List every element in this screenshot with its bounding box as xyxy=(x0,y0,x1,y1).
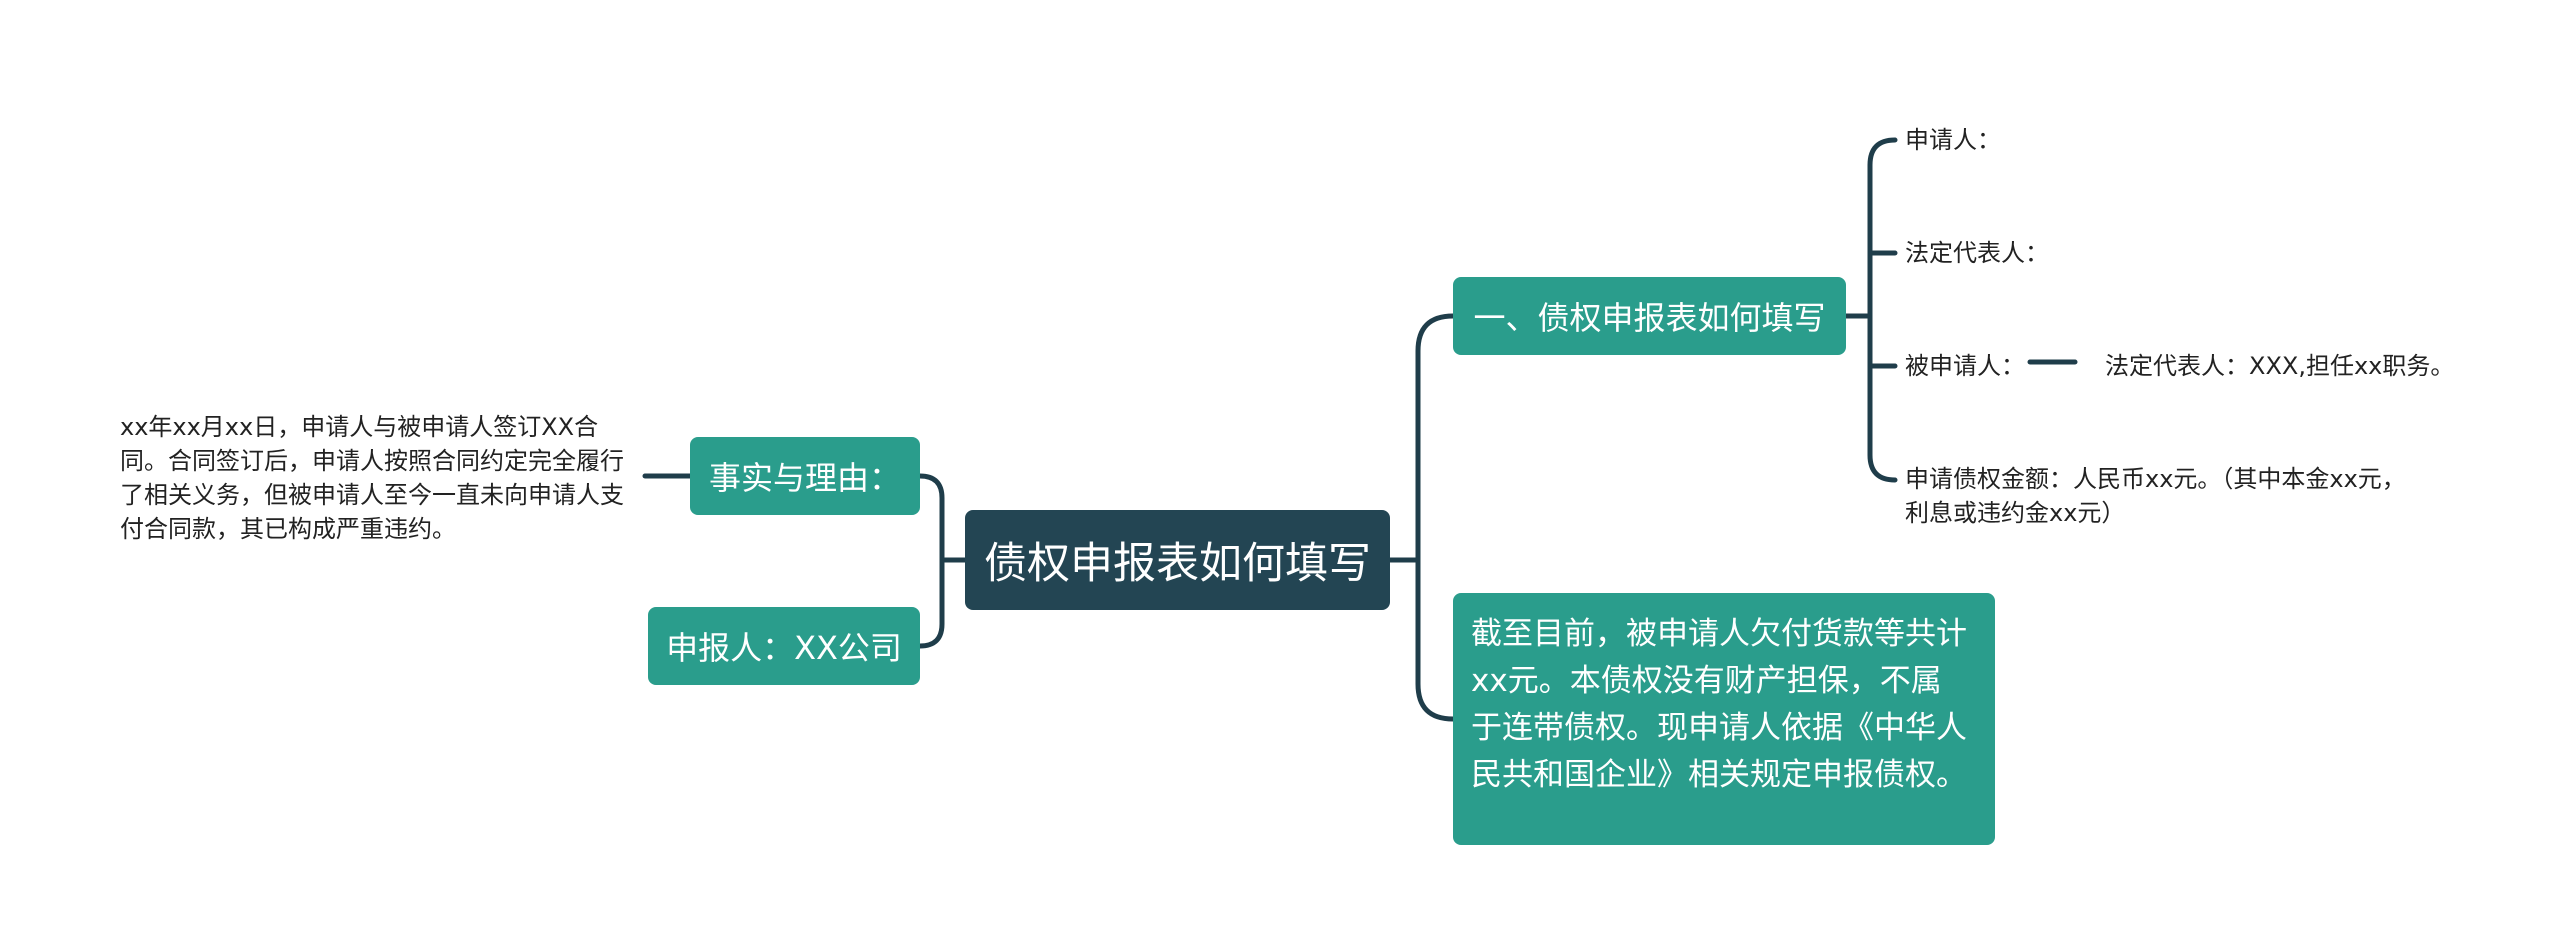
respondent-legal-rep-label: 法定代表人：XXX,担任xx职务。 xyxy=(2105,352,2455,380)
root-title: 债权申报表如何填写 xyxy=(984,539,1371,589)
connector-left-spine xyxy=(917,473,945,649)
leaf-applicant[interactable]: 申请人： xyxy=(1905,122,2001,158)
branch-reporter[interactable]: 申报人：XX公司 xyxy=(648,607,920,685)
branch-how-to-fill[interactable]: 一、债权申报表如何填写 xyxy=(1453,277,1846,355)
connector-right-spine xyxy=(1415,313,1456,722)
summary-text: 截至目前，被申请人欠付货款等共计xx元。本债权没有财产担保，不属于连带债权。现申… xyxy=(1471,616,1967,793)
respondent-label: 被申请人： xyxy=(1905,352,2025,380)
facts-text: xx年xx月xx日，申请人与被申请人签订XX合同。合同签订后，申请人按照合同约定… xyxy=(120,413,624,543)
leaf-claim-amount[interactable]: 申请债权金额：人民币xx元。（其中本金xx元，利息或违约金xx元） xyxy=(1905,462,2425,530)
root-topic[interactable]: 债权申报表如何填写 xyxy=(965,510,1390,610)
summary-paragraph-node[interactable]: 截至目前，被申请人欠付货款等共计xx元。本债权没有财产担保，不属于连带债权。现申… xyxy=(1453,593,1995,845)
branch-facts-and-reasons[interactable]: 事实与理由： xyxy=(690,437,920,515)
leaf-facts-text[interactable]: xx年xx月xx日，申请人与被申请人签订XX合同。合同签订后，申请人按照合同约定… xyxy=(120,410,640,546)
branch-how-label: 一、债权申报表如何填写 xyxy=(1473,299,1826,337)
leaf-respondent[interactable]: 被申请人： xyxy=(1905,348,2025,384)
branch-facts-label: 事实与理由： xyxy=(709,459,902,497)
leaf-legal-representative[interactable]: 法定代表人： xyxy=(1905,235,2049,271)
claim-amount-text: 申请债权金额：人民币xx元。（其中本金xx元，利息或违约金xx元） xyxy=(1905,465,2406,527)
leaf-respondent-legal-representative[interactable]: 法定代表人：XXX,担任xx职务。 xyxy=(2105,348,2454,384)
legal-rep-label: 法定代表人： xyxy=(1905,239,2049,267)
branch-reporter-label: 申报人：XX公司 xyxy=(666,629,902,667)
applicant-label: 申请人： xyxy=(1905,126,2001,154)
connector-how-spine xyxy=(1867,137,1898,483)
